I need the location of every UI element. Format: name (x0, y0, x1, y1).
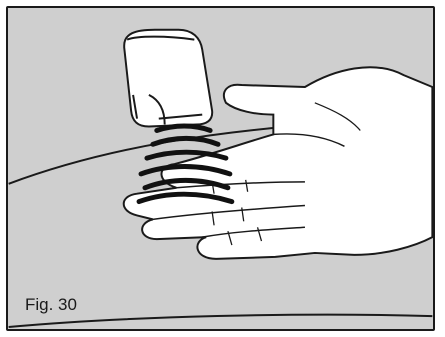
sensor-wave-icon (136, 123, 235, 205)
figure-caption: Fig. 30 (25, 295, 77, 314)
sensor-dispenser-icon (123, 28, 214, 128)
figure-frame: Fig. 30 (6, 6, 435, 331)
hand-icon (122, 66, 433, 260)
sensor-hand-illustration (8, 28, 433, 329)
counter-edge-line (8, 313, 433, 329)
